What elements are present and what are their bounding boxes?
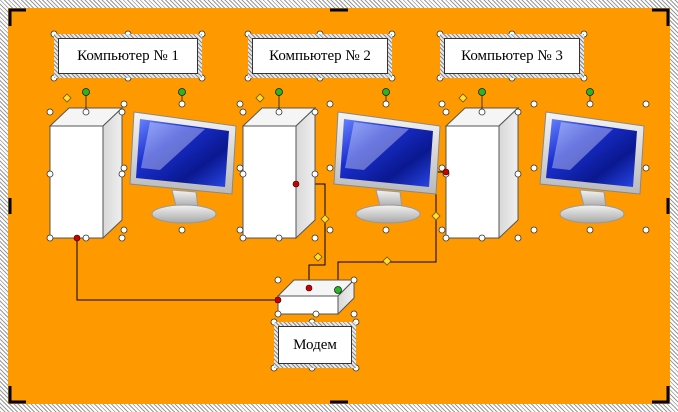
monitor-2-icon [333, 111, 441, 224]
connection-points[interactable] [73, 168, 450, 304]
tower-2-icon [241, 106, 317, 240]
computer-3-label: Компьютер № 3 [444, 38, 580, 74]
selection-handles[interactable] [46, 30, 650, 372]
connector-pc3-modem [335, 171, 446, 291]
rotation-handle-stems [85, 95, 591, 109]
tower-1-icon [48, 106, 124, 240]
adjust-handles[interactable] [62, 93, 468, 266]
computer-3-label-box[interactable]: Компьютер № 3 [440, 34, 584, 78]
computer-3[interactable] [444, 106, 645, 240]
connector-pc1-modem [76, 238, 282, 303]
crop-marks[interactable] [8, 8, 670, 404]
modem-icon[interactable] [276, 278, 356, 316]
monitor-3-icon [539, 111, 645, 224]
computer-1-label: Компьютер № 1 [58, 38, 198, 74]
monitor-1-icon [129, 111, 237, 224]
computer-1-label-box[interactable]: Компьютер № 1 [54, 34, 202, 78]
computer-2[interactable] [241, 106, 441, 240]
modem-label-box[interactable]: Модем [274, 322, 356, 368]
computer-2-label: Компьютер № 2 [252, 38, 388, 74]
computer-1[interactable] [48, 106, 237, 240]
computer-2-label-box[interactable]: Компьютер № 2 [248, 34, 392, 78]
tower-3-icon [444, 106, 520, 240]
modem-label: Модем [278, 326, 352, 364]
